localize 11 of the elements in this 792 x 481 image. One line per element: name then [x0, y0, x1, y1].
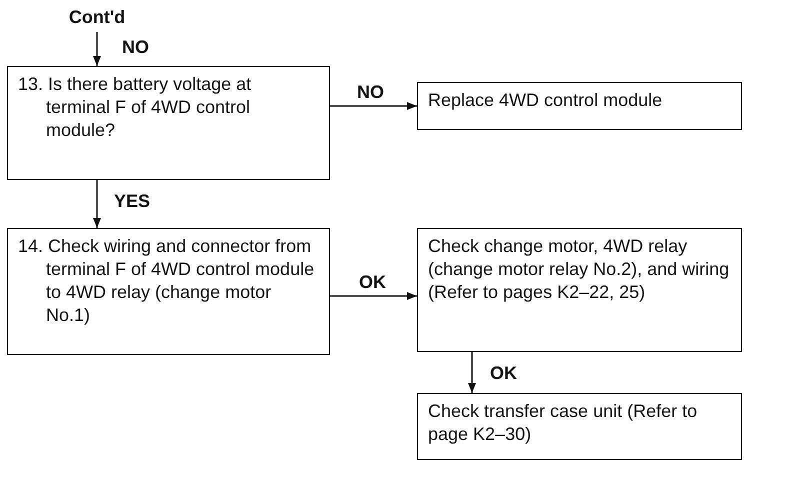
decision-box: 13. Is there battery voltage at terminal F of 4WD control module? — [7, 66, 330, 180]
arrow — [93, 180, 101, 228]
process-box: 14. Check wiring and connector from terminal F of 4WD control module to 4WD relay (change motor No.1) — [7, 228, 330, 355]
arrow — [330, 102, 417, 110]
arrow — [93, 32, 101, 66]
arrow — [330, 292, 417, 300]
continuation-text: Cont'd — [60, 6, 134, 28]
process-box: Check change motor, 4WD relay (change motor relay No.2), and wiring (Refer to pages K2–22, 25) — [417, 228, 742, 352]
process-box: Check transfer case unit (Refer to page K2–30) — [417, 393, 742, 460]
arrow — [468, 352, 476, 393]
process-box: Replace 4WD control module — [417, 82, 742, 130]
